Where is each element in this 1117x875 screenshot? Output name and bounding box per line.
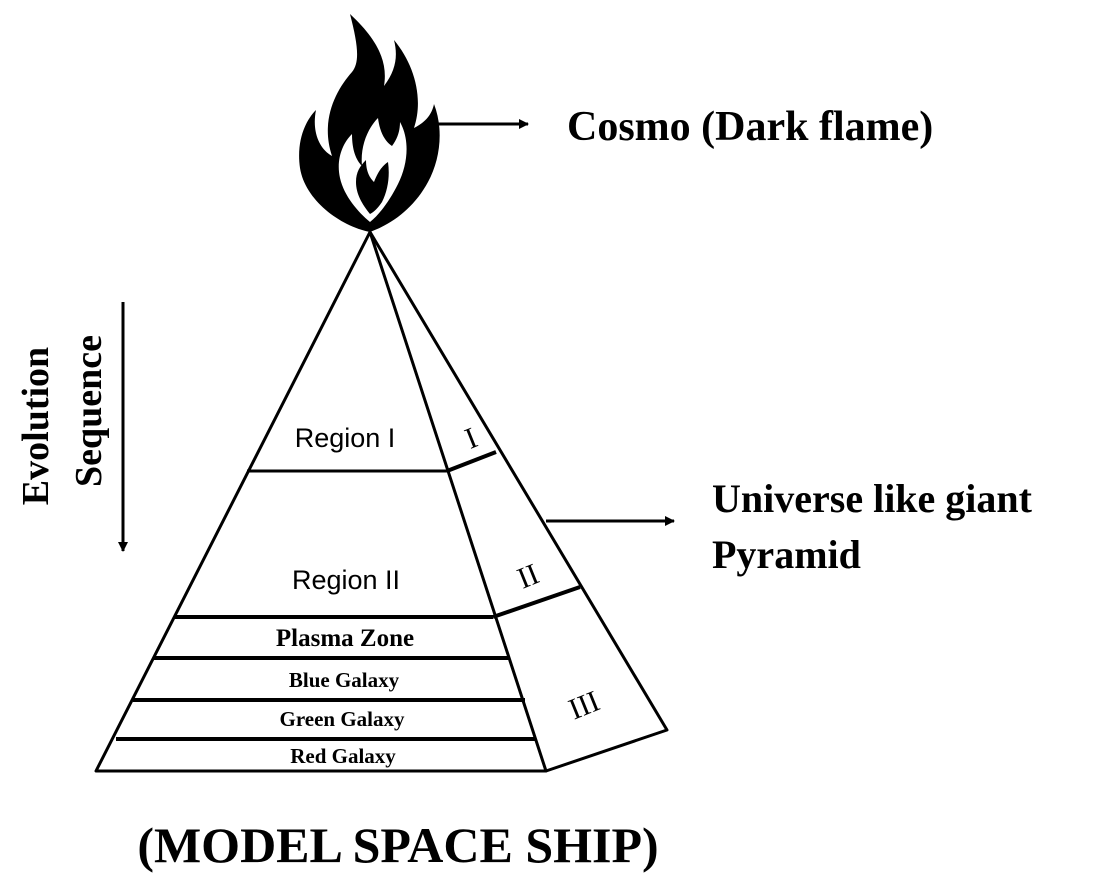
red-galaxy-label: Red Galaxy: [290, 744, 396, 768]
pyramid-label-line-2: Pyramid: [712, 532, 861, 577]
side-region-1-label: I: [460, 421, 482, 455]
green-galaxy-label: Green Galaxy: [279, 707, 405, 731]
pyramid: [94, 230, 669, 773]
evolution-label-line-2: Sequence: [68, 335, 110, 487]
pyramid-side-face: [368, 231, 669, 773]
pyramid-label-line-1: Universe like giant: [712, 476, 1033, 521]
evolution-label-line-1: Evolution: [15, 347, 57, 505]
side-divider-2: [492, 585, 581, 619]
region-1-label: Region I: [295, 423, 396, 453]
side-region-2-label: II: [513, 557, 544, 595]
pyramid-front-face: [94, 230, 548, 773]
region-2-label: Region II: [292, 565, 400, 595]
flame-label: Cosmo (Dark flame): [567, 104, 933, 150]
side-region-3-label: III: [564, 685, 604, 727]
side-divider-1: [446, 450, 497, 473]
caption: (MODEL SPACE SHIP): [137, 817, 658, 873]
evolution-sequence: Evolution Sequence: [15, 302, 128, 552]
plasma-zone-label: Plasma Zone: [276, 625, 414, 652]
dark-flame-icon: [299, 14, 440, 232]
blue-galaxy-label: Blue Galaxy: [289, 668, 400, 692]
